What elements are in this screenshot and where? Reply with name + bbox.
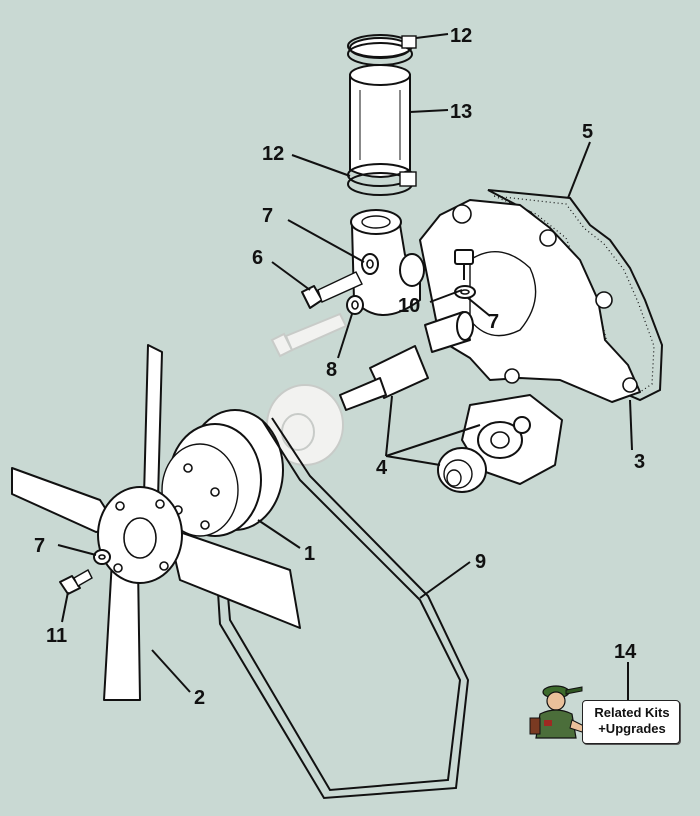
related-kits-line1: Related Kits xyxy=(594,705,670,720)
pump-shaft[interactable] xyxy=(339,311,474,411)
mechanic-mascot-icon xyxy=(529,685,585,739)
callout-3: 3 xyxy=(634,451,645,473)
callout-4: 4 xyxy=(376,457,388,479)
bolt-10[interactable] xyxy=(454,249,474,280)
callout-9: 9 xyxy=(475,551,486,573)
callout-13: 13 xyxy=(450,101,472,123)
fan-2[interactable] xyxy=(11,344,301,701)
callout-12-top: 12 xyxy=(450,25,472,47)
callout-14: 14 xyxy=(614,641,637,663)
callout-1: 1 xyxy=(304,543,315,565)
water-pump-body-3[interactable] xyxy=(419,199,641,403)
bolt-11[interactable] xyxy=(59,569,93,595)
callout-numbers: 12 13 12 5 7 6 10 7 8 4 3 1 9 7 11 2 14 xyxy=(34,25,645,709)
washer-7-upper[interactable] xyxy=(361,253,379,275)
callout-10: 10 xyxy=(398,295,420,317)
washer-7-lower[interactable] xyxy=(93,549,111,565)
callout-7-lower: 7 xyxy=(34,535,45,557)
v-belt-9[interactable] xyxy=(215,417,470,800)
related-kits-button[interactable]: Related Kits +Upgrades xyxy=(526,676,682,746)
callout-8: 8 xyxy=(326,359,337,381)
washer-8[interactable] xyxy=(346,295,364,315)
impeller-4[interactable] xyxy=(461,394,563,485)
seal-4[interactable] xyxy=(437,447,487,493)
callout-6: 6 xyxy=(252,247,263,269)
ghost-hub xyxy=(266,384,344,466)
callout-5: 5 xyxy=(582,121,593,143)
hose-13[interactable] xyxy=(349,37,411,178)
hose-clip-12-top[interactable] xyxy=(347,34,417,66)
related-kits-line2: +Upgrades xyxy=(598,721,666,736)
ghost-bolt xyxy=(270,312,348,358)
related-kits-label-box[interactable]: Related Kits +Upgrades xyxy=(582,700,680,744)
pulley-1[interactable] xyxy=(161,409,284,537)
callout-7-small: 7 xyxy=(488,311,499,333)
callout-12-bottom: 12 xyxy=(262,143,284,165)
callout-11: 11 xyxy=(46,625,67,647)
leader-lines xyxy=(57,33,633,700)
callout-2: 2 xyxy=(194,687,205,709)
callout-7-upper: 7 xyxy=(262,205,273,227)
bolt-6[interactable] xyxy=(301,271,363,309)
